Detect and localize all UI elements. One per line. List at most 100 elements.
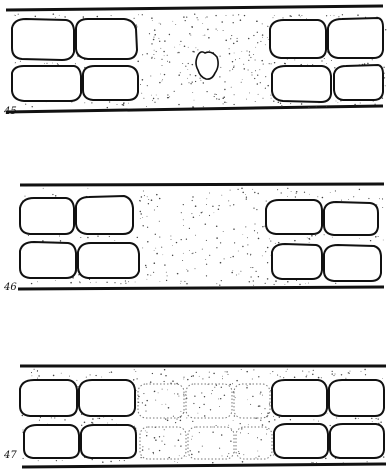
stipple-dot <box>218 208 220 210</box>
stipple-dot <box>119 460 120 461</box>
stipple-dot <box>147 85 148 86</box>
cell <box>20 380 77 416</box>
stipple-dot <box>181 212 182 213</box>
cell <box>272 66 331 102</box>
stipple-dot <box>258 193 259 194</box>
stipple-dot <box>87 237 89 239</box>
stipple-dot <box>51 417 52 418</box>
stipple-dot <box>212 390 213 391</box>
stipple-dot <box>314 420 315 421</box>
stipple-dot <box>254 230 255 231</box>
stipple-dot <box>221 387 222 388</box>
stipple-dot <box>161 441 162 442</box>
stipple-dot <box>247 244 248 245</box>
stipple-dot <box>194 14 195 15</box>
cell <box>274 424 328 458</box>
stipple-dot <box>273 416 274 417</box>
stipple-dot <box>192 64 193 65</box>
stipple-dot <box>31 375 32 376</box>
stipple-dot <box>163 51 165 53</box>
stipple-dot <box>234 242 235 243</box>
stipple-dot <box>147 432 148 433</box>
stipple-dot <box>239 58 240 59</box>
stipple-dot <box>262 37 263 38</box>
stipple-dot <box>220 398 221 399</box>
stipple-dot <box>216 385 217 386</box>
stipple-dot <box>57 63 58 64</box>
stipple-dot <box>55 17 56 18</box>
stipple-dot <box>195 235 196 236</box>
stipple-dot <box>158 392 159 393</box>
stipple-dot <box>243 454 244 455</box>
stipple-dot <box>242 246 243 247</box>
stipple-dot <box>158 98 159 99</box>
stipple-dot <box>271 98 272 99</box>
stipple-dot <box>343 462 344 463</box>
stipple-dot <box>180 411 181 412</box>
stipple-dot <box>164 74 165 75</box>
stipple-dot <box>254 223 255 224</box>
stipple-dot <box>240 19 242 21</box>
stipple-dot <box>332 237 333 238</box>
stipple-dot <box>163 436 164 437</box>
stipple-dot <box>133 379 134 380</box>
stipple-dot <box>209 372 210 373</box>
stipple-dot <box>128 103 129 104</box>
stipple-dot <box>162 404 163 405</box>
stipple-dot <box>154 250 155 251</box>
stipple-dot <box>330 425 331 426</box>
stipple-dot <box>37 370 38 371</box>
stipple-dot <box>262 226 263 227</box>
stipple-dot <box>267 412 269 414</box>
cell <box>20 242 76 278</box>
stipple-dot <box>235 59 236 60</box>
stipple-dot <box>226 102 227 103</box>
stipple-dot <box>382 378 383 379</box>
stipple-dot <box>378 418 379 419</box>
stipple-dot <box>326 15 327 16</box>
stipple-dot <box>270 241 271 242</box>
stipple-dot <box>267 247 269 249</box>
stipple-dot <box>236 40 238 42</box>
stipple-dot <box>177 52 178 53</box>
stipple-dot <box>261 413 262 414</box>
stipple-dot <box>255 101 256 102</box>
stipple-dot <box>157 206 158 207</box>
stipple-dot <box>177 393 178 394</box>
stipple-dot <box>117 104 118 105</box>
stipple-dot <box>317 196 318 197</box>
stipple-dot <box>180 420 182 422</box>
stipple-dot <box>153 272 154 273</box>
stipple-dot <box>338 16 339 17</box>
stipple-dot <box>255 417 257 419</box>
stipple-dot <box>18 14 19 15</box>
stipple-dot <box>178 52 180 54</box>
stipple-dot <box>342 14 343 15</box>
stipple-dot <box>150 76 151 77</box>
stipple-dot <box>156 51 157 52</box>
stipple-dot <box>180 41 181 42</box>
stipple-dot <box>62 460 63 461</box>
stipple-dot <box>25 196 26 197</box>
stipple-dot <box>277 189 278 190</box>
stipple-dot <box>262 34 263 35</box>
stipple-dot <box>159 41 160 42</box>
stipple-dot <box>260 82 261 83</box>
stipple-dot <box>175 446 176 447</box>
stipple-dot <box>224 102 226 104</box>
stipple-dot <box>273 455 274 456</box>
stipple-dot <box>134 369 135 370</box>
stipple-dot <box>167 275 168 276</box>
stipple-dot <box>188 63 189 64</box>
stipple-dot <box>186 456 187 457</box>
stipple-dot <box>175 422 176 423</box>
stipple-dot <box>154 391 155 392</box>
stipple-dot <box>265 88 266 89</box>
stipple-dot <box>233 228 235 230</box>
stipple-dot <box>307 238 308 239</box>
stipple-dot <box>272 371 273 372</box>
stipple-dot <box>304 192 305 193</box>
stipple-dot <box>158 38 159 39</box>
stipple-dot <box>327 413 328 414</box>
